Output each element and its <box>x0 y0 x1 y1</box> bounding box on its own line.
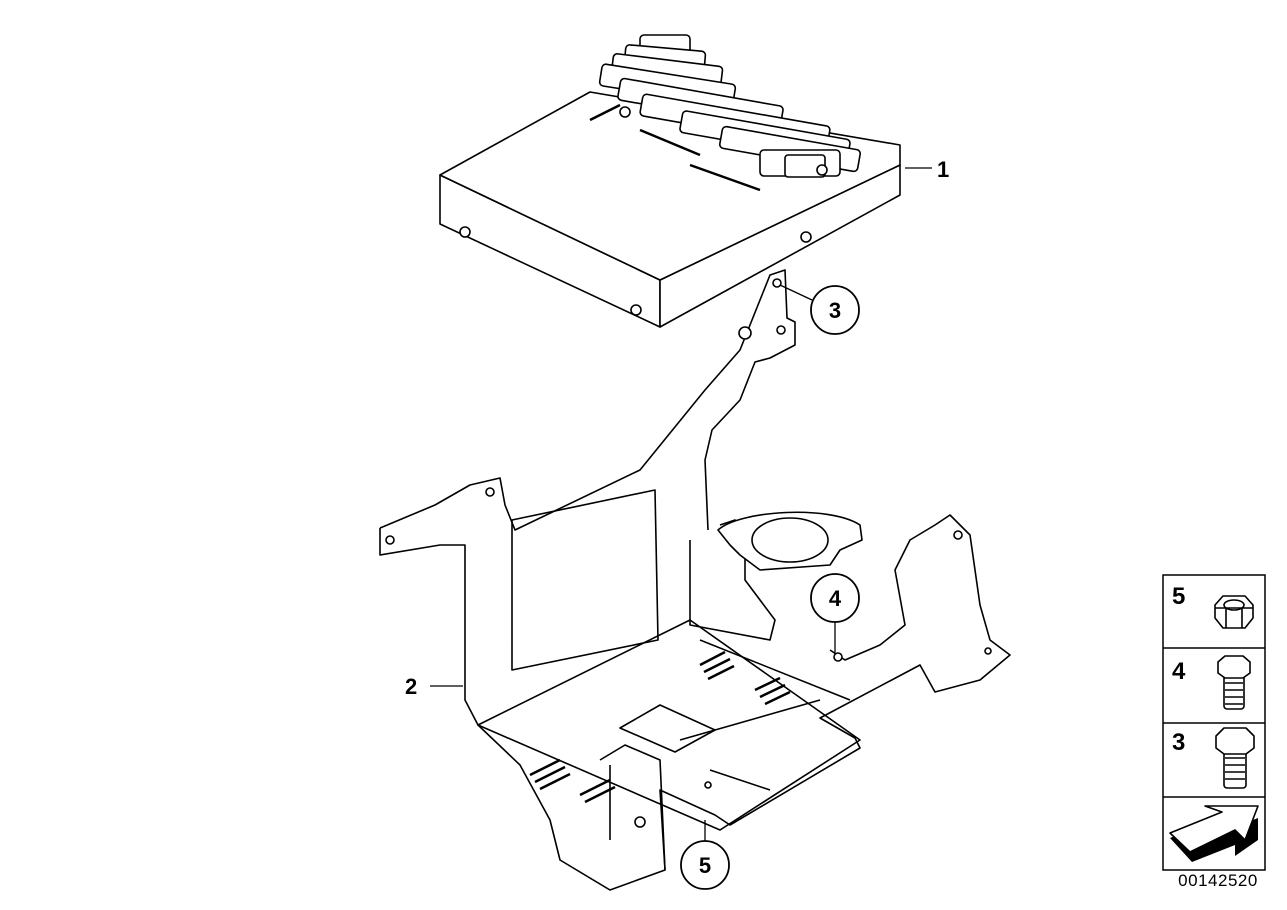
amplifier-module[interactable] <box>439 34 901 328</box>
callout-5: 5 <box>680 820 730 890</box>
callout-2: 2 <box>405 674 463 699</box>
svg-text:4: 4 <box>829 586 842 611</box>
fastener-legend: 5 4 3 <box>1162 574 1266 871</box>
hex-bolt-icon <box>1215 727 1255 789</box>
heatsink-fins <box>598 34 862 178</box>
hex-nut-icon <box>1214 595 1254 629</box>
navigation-arrow-icon[interactable] <box>1169 805 1259 862</box>
hex-bolt-short-icon <box>1217 655 1251 710</box>
callout-3: 3 <box>779 284 860 335</box>
svg-text:2: 2 <box>405 674 417 699</box>
svg-text:1: 1 <box>937 157 949 182</box>
legend-item-5: 5 <box>1172 583 1254 629</box>
svg-text:3: 3 <box>1172 729 1185 756</box>
callout-1: 1 <box>905 157 949 182</box>
diagram-number: 00142520 <box>1178 871 1258 890</box>
svg-text:5: 5 <box>1172 583 1185 610</box>
svg-text:4: 4 <box>1172 658 1186 685</box>
svg-text:3: 3 <box>829 298 841 323</box>
legend-item-4: 4 <box>1172 655 1251 710</box>
mounting-bracket[interactable] <box>379 103 1011 891</box>
legend-item-3: 3 <box>1172 727 1255 789</box>
vent-slots <box>529 103 791 804</box>
callout-4: 4 <box>810 573 860 655</box>
svg-text:5: 5 <box>699 853 711 878</box>
